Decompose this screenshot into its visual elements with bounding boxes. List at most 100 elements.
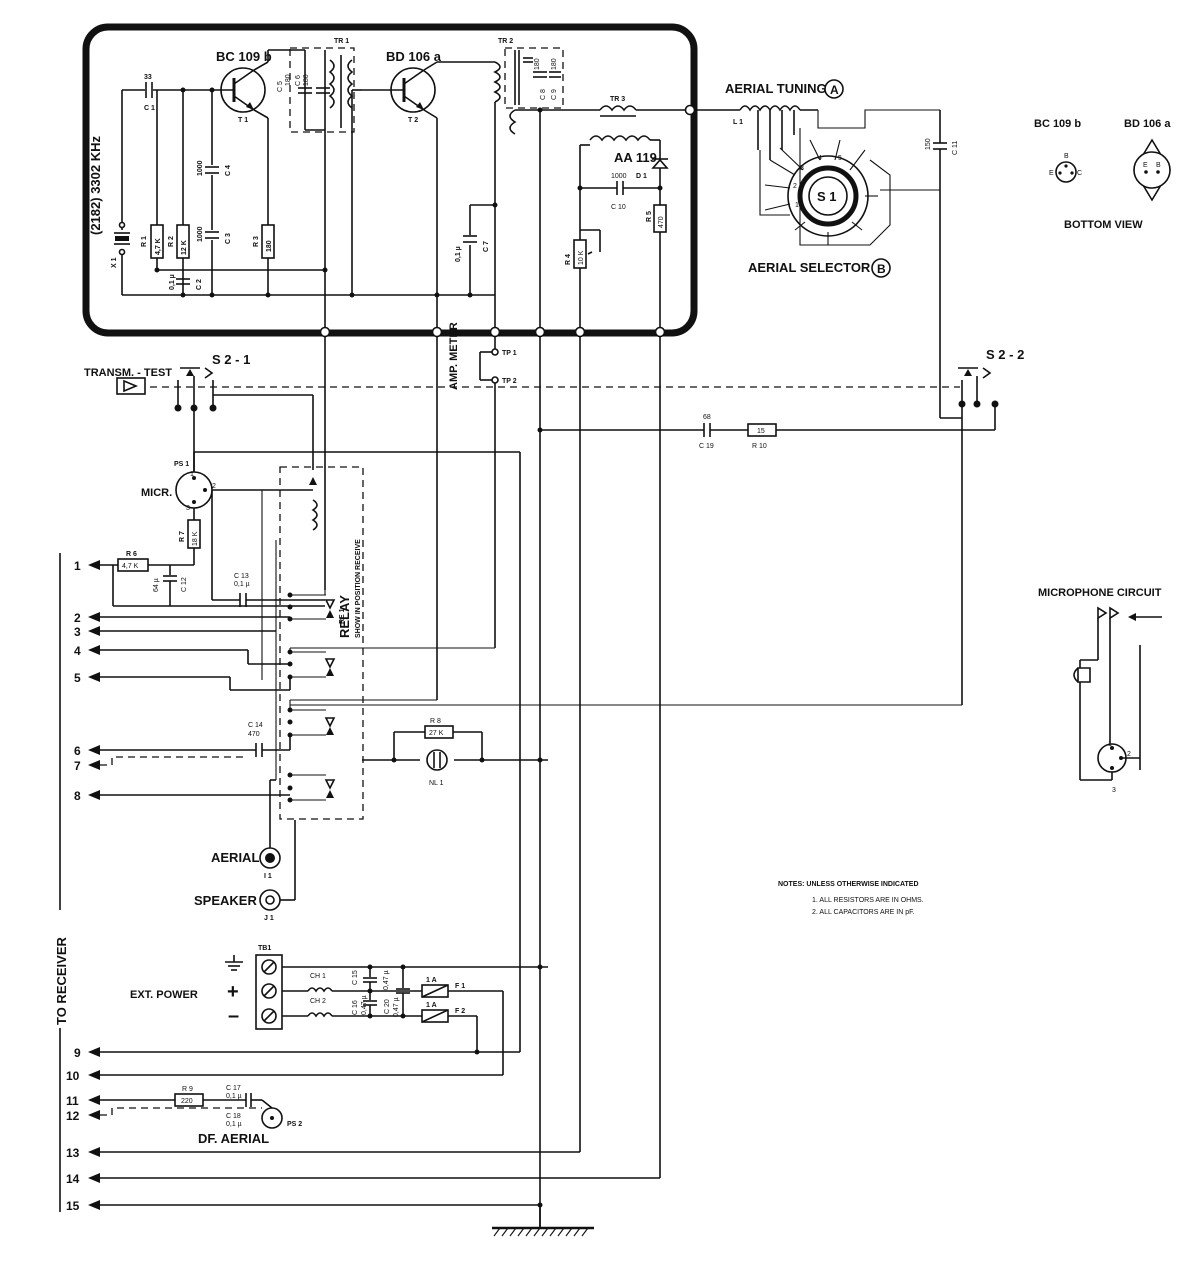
t2-stage-wiring [423, 61, 501, 330]
capacitor-c1 [145, 82, 153, 98]
relay-re1-outline [279, 466, 364, 820]
trunk-wires [324, 337, 661, 1228]
r2-label: R 2 [168, 236, 175, 247]
capacitor-c4 [205, 166, 219, 174]
c8-label: C 8 [540, 89, 547, 100]
r5-value: 470 [658, 216, 665, 228]
d1-label: D 1 [636, 173, 647, 180]
notes-title: NOTES: UNLESS OTHERWISE INDICATED [778, 881, 919, 888]
c6-value: 180 [303, 74, 310, 86]
resistor-r3 [261, 224, 275, 259]
r8-nl1-branch [362, 725, 548, 771]
r6-label: R 6 [126, 551, 137, 558]
selector-pos-1: 1 [795, 202, 799, 209]
relay-label: RELAY [337, 595, 352, 638]
r1-value: 4,7 K [155, 238, 162, 255]
s2-2-label: S 2 - 2 [986, 347, 1024, 362]
tr2-shield [504, 47, 564, 109]
capacitor-c10 [616, 181, 624, 195]
pin-8: 8 [74, 789, 81, 803]
c12-label: C 12 [181, 577, 188, 592]
c18-label: C 18 [226, 1113, 241, 1120]
bd106a-pin-e: E [1143, 162, 1148, 169]
d1-type-label: AA 119 [614, 150, 657, 165]
ps1-pin-2: 2 [212, 483, 216, 490]
minus-symbol: – [228, 1005, 239, 1027]
bottom-view-label: BOTTOM VIEW [1064, 219, 1143, 231]
resistor-r4 [573, 239, 587, 269]
speaker-jack-j1 [259, 820, 296, 911]
pin-6: 6 [74, 744, 81, 758]
pin-13: 13 [66, 1146, 80, 1160]
capacitor-c2 [176, 278, 190, 285]
tr2-label: TR 2 [498, 38, 513, 45]
t1-label: T 1 [238, 117, 248, 124]
c8-value: 180 [534, 58, 541, 70]
speaker-label: SPEAKER [194, 893, 257, 908]
aerial-selector-label: AERIAL SELECTOR [748, 260, 871, 275]
ps1-pin-1: 1 [190, 471, 194, 478]
receiver-connector-wires [100, 616, 660, 1206]
c5-value: 180 [285, 74, 292, 86]
r7-value: 18 K [192, 531, 199, 546]
t1-type-label: BC 109 b [216, 49, 272, 64]
bc109b-pin-c: C [1077, 170, 1082, 177]
ps1-pin-3: 3 [186, 505, 190, 512]
terminal-block-tb1 [255, 954, 283, 1030]
bd106a-pinout [1133, 138, 1171, 202]
c10-label: C 10 [611, 204, 626, 211]
crystal-frequency: (2182) 3302 KHz [88, 136, 103, 235]
selector-pos-4: 4 [818, 155, 822, 162]
c6-label: C 6 [295, 75, 302, 86]
receiver-connector-arrows [88, 560, 100, 1210]
r9-label: R 9 [182, 1086, 193, 1093]
bd106a-pinout-title: BD 106 a [1124, 118, 1171, 130]
tr1-shield [289, 47, 355, 133]
c15-value: 0,47 µ [383, 970, 390, 990]
amp-meter-label: AMP. METER [448, 322, 460, 390]
df-aerial-jack-ps2 [261, 1099, 283, 1129]
tp1-label: TP 1 [502, 350, 517, 357]
r10-label: R 10 [752, 443, 767, 450]
c14-label: C 14 [248, 722, 263, 729]
c4-label: C 4 [225, 165, 232, 176]
t1-stage-wiring [121, 49, 495, 330]
l1-label: L 1 [733, 119, 743, 126]
r4-label: R 4 [565, 254, 572, 265]
transformer-tr2 [514, 50, 533, 105]
aerial-tuning-mark [824, 79, 844, 99]
receiver-pin-numbers: 1 2 3 4 5 6 7 8 9 10 11 12 13 14 15 [66, 559, 81, 1213]
r7-label: R 7 [179, 531, 186, 542]
c14-value: 470 [248, 731, 260, 738]
pin-15: 15 [66, 1199, 80, 1213]
test-points [479, 337, 499, 648]
resistor-r5 [653, 204, 667, 233]
r8-value: 27 K [429, 730, 444, 737]
ch2-label: CH 2 [310, 998, 326, 1005]
j1-label: J 1 [264, 915, 274, 922]
selector-pos-3: 3 [800, 165, 804, 172]
s1-label: S 1 [817, 189, 837, 204]
capacitor-c13 [211, 490, 325, 607]
resistor-r1 [150, 224, 164, 259]
c19-value: 68 [703, 414, 711, 421]
nl1-label: NL 1 [429, 780, 444, 787]
r3-value: 180 [266, 240, 273, 252]
mic-pin-3: 3 [1112, 787, 1116, 794]
t2-type-label: BD 106 a [386, 49, 442, 64]
r6-value: 4,7 K [122, 563, 139, 570]
capacitor-c5 [298, 87, 312, 94]
relay-coil [309, 477, 318, 531]
c16-label: C 16 [352, 1000, 359, 1015]
pin-9: 9 [74, 1046, 81, 1060]
c20-label: C 20 [384, 999, 391, 1014]
capacitor-c7 [463, 235, 477, 243]
ground-symbol [225, 955, 243, 971]
s2-1-label: S 2 - 1 [212, 352, 250, 367]
c17-label: C 17 [226, 1085, 241, 1092]
relay-note: SHOW IN POSITION RECEIVE [355, 539, 362, 638]
aerial-selector-mark-text: B [877, 262, 886, 276]
pin-2: 2 [74, 611, 81, 625]
c17-value: 0,1 µ [226, 1093, 242, 1100]
aerial-selector-mark [871, 258, 891, 278]
